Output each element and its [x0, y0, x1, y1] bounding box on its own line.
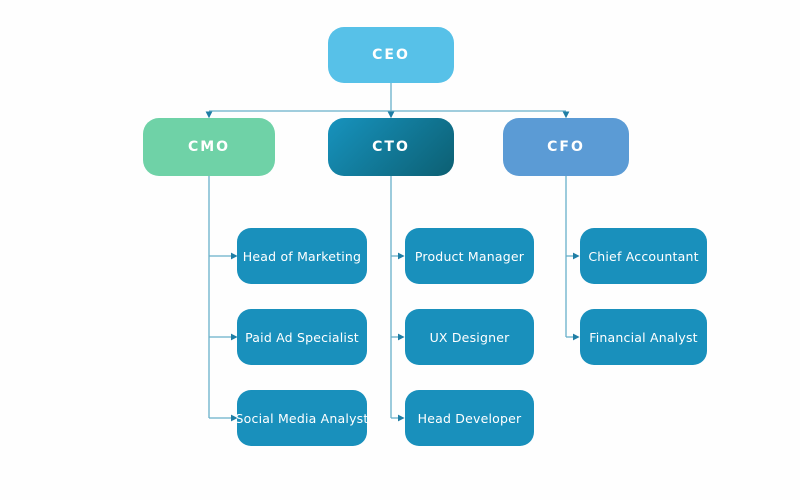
- node-financial-analyst-label: Financial Analyst: [589, 329, 698, 345]
- node-cto[interactable]: CTO: [328, 118, 454, 176]
- node-cfo[interactable]: CFO: [503, 118, 629, 176]
- node-social-media-analyst-label: Social Media Analyst: [235, 410, 369, 426]
- node-head-developer[interactable]: Head Developer: [405, 390, 534, 446]
- node-ceo-label: CEO: [372, 47, 410, 63]
- node-product-manager[interactable]: Product Manager: [405, 228, 534, 284]
- node-cmo-label: CMO: [187, 139, 231, 155]
- node-ux-designer[interactable]: UX Designer: [405, 309, 534, 365]
- node-cto-label: CTO: [372, 139, 410, 155]
- node-financial-analyst[interactable]: Financial Analyst: [580, 309, 707, 365]
- node-cmo[interactable]: CMO: [143, 118, 275, 176]
- node-head-of-marketing-label: Head of Marketing: [242, 248, 362, 264]
- node-ceo[interactable]: CEO: [328, 27, 454, 83]
- node-ux-designer-label: UX Designer: [429, 329, 510, 345]
- node-paid-ad-specialist[interactable]: Paid Ad Specialist: [237, 309, 367, 365]
- node-product-manager-label: Product Manager: [414, 248, 525, 264]
- node-head-developer-label: Head Developer: [417, 410, 522, 426]
- node-paid-ad-specialist-label: Paid Ad Specialist: [245, 329, 359, 345]
- node-cfo-label: CFO: [547, 139, 585, 155]
- node-head-of-marketing[interactable]: Head of Marketing: [237, 228, 367, 284]
- node-chief-accountant[interactable]: Chief Accountant: [580, 228, 707, 284]
- node-chief-accountant-label: Chief Accountant: [588, 248, 699, 264]
- node-social-media-analyst[interactable]: Social Media Analyst: [235, 390, 369, 446]
